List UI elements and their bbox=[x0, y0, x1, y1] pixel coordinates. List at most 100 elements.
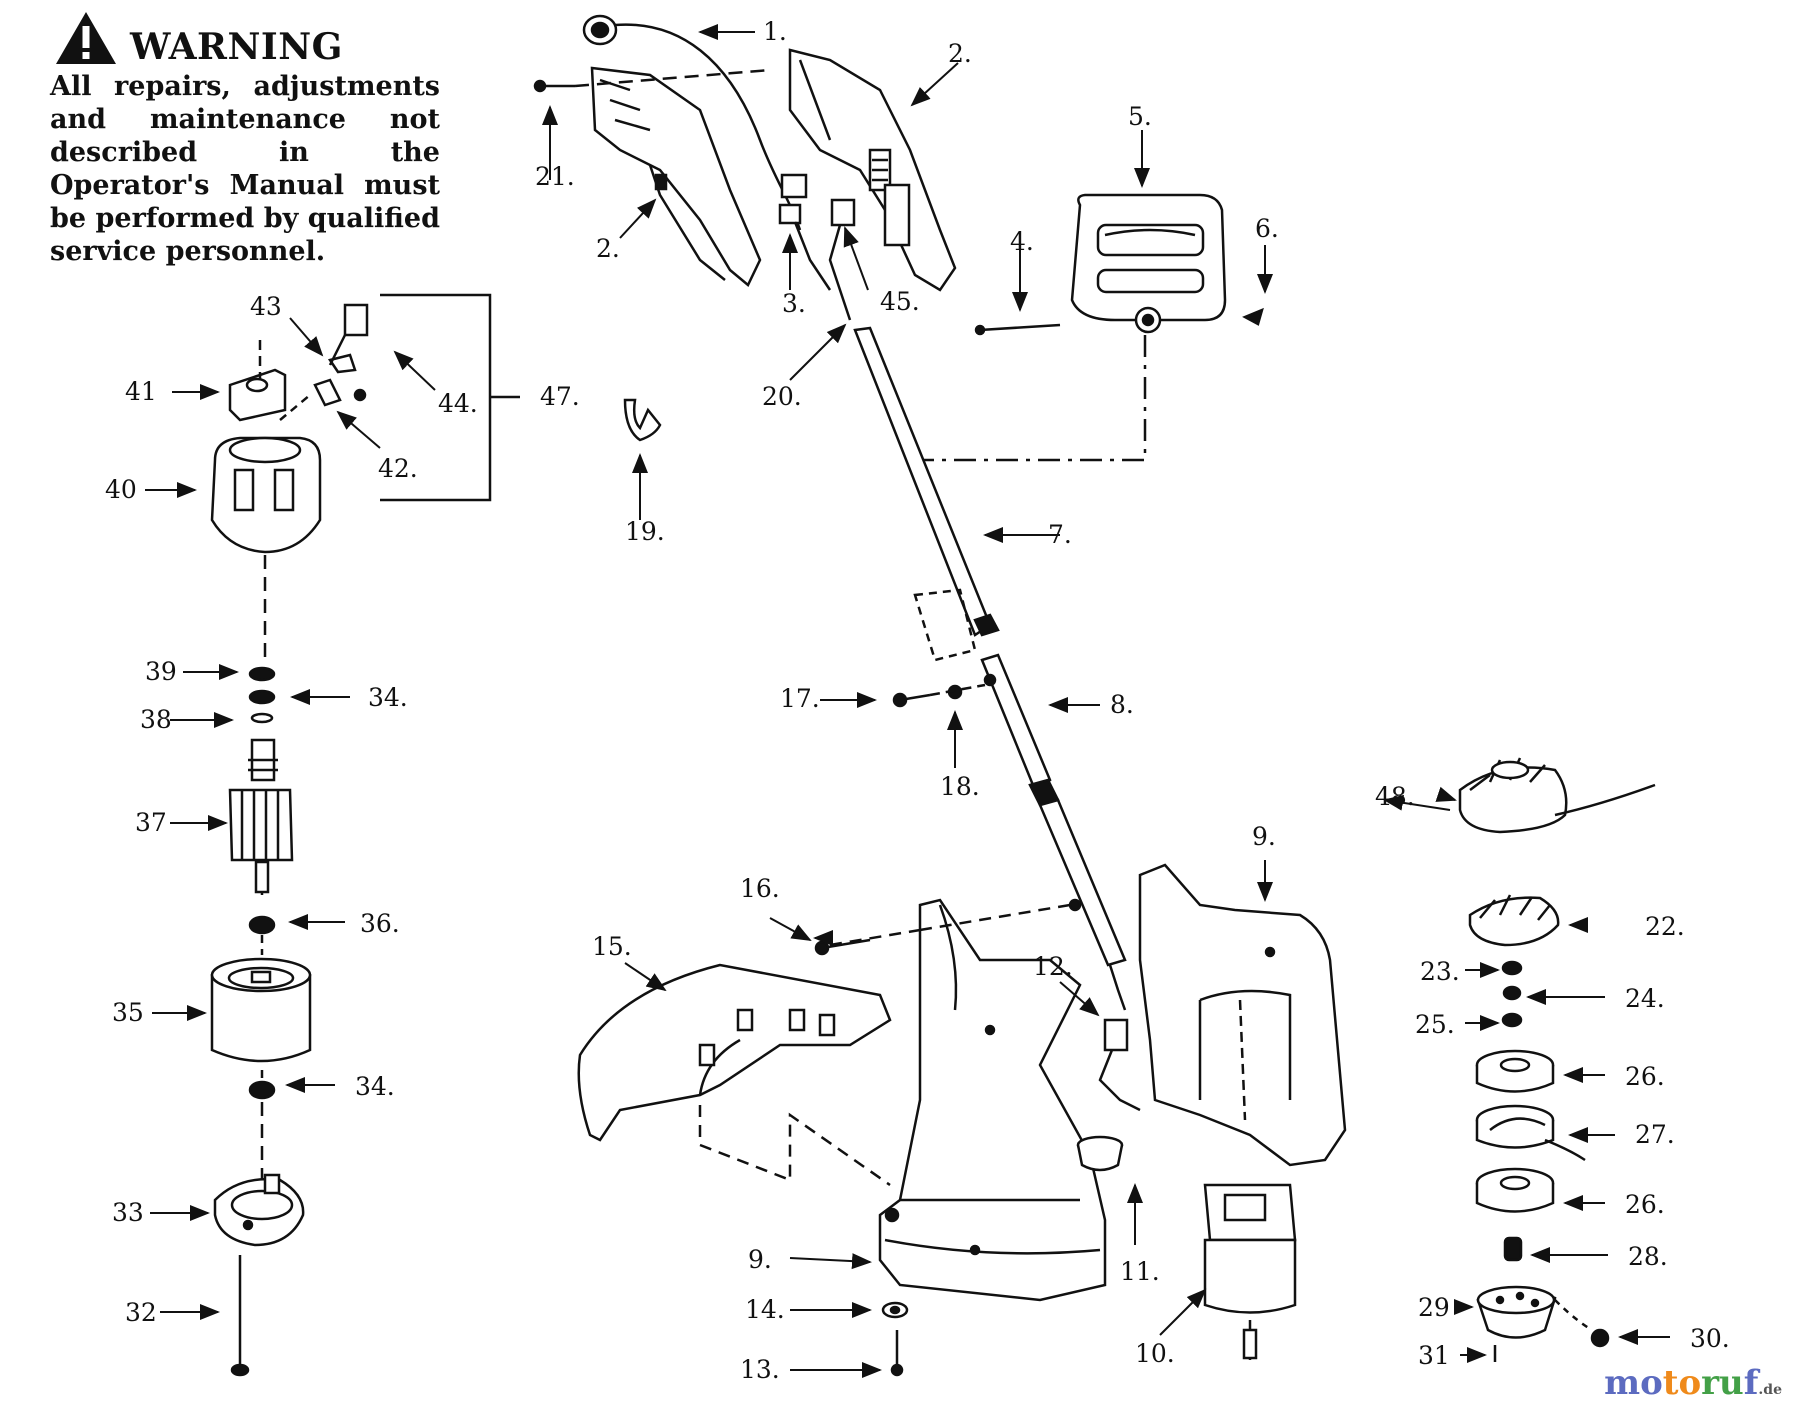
warning-title: WARNING bbox=[130, 26, 343, 68]
label-17: 17. bbox=[780, 684, 820, 713]
label-13: 13. bbox=[740, 1355, 780, 1384]
label-12: 12. bbox=[1033, 952, 1073, 981]
label-21: 21. bbox=[535, 162, 575, 191]
spacer-26b bbox=[1475, 1167, 1555, 1213]
label-2b: 2. bbox=[596, 234, 620, 263]
watermark-logo: motoruf.de bbox=[1604, 1363, 1782, 1403]
bearing-36 bbox=[248, 915, 276, 955]
label-34a: 34. bbox=[368, 683, 408, 712]
label-11: 11. bbox=[1120, 1257, 1160, 1286]
watermark-part-3: ru bbox=[1701, 1363, 1744, 1403]
coupler-28 bbox=[1503, 1236, 1523, 1262]
label-20: 20. bbox=[762, 382, 802, 411]
label-35: 35 bbox=[112, 998, 144, 1027]
label-3: 3. bbox=[782, 289, 806, 318]
small-washers bbox=[1501, 960, 1523, 1028]
label-30: 30. bbox=[1690, 1324, 1730, 1353]
label-4: 4. bbox=[1010, 227, 1034, 256]
label-5: 5. bbox=[1128, 102, 1152, 131]
armature bbox=[228, 738, 294, 895]
label-42: 42. bbox=[378, 454, 418, 483]
label-10: 10. bbox=[1135, 1339, 1175, 1368]
label-24: 24. bbox=[1625, 984, 1665, 1013]
warning-text: All repairs, adjustments and maintenance… bbox=[50, 71, 440, 267]
label-47: 47. bbox=[540, 382, 580, 411]
label-36: 36. bbox=[360, 909, 400, 938]
housing-half-left bbox=[878, 898, 1107, 1302]
label-48: 48. bbox=[1375, 782, 1415, 811]
bearing-34b bbox=[248, 1080, 276, 1100]
watermark-part-4: f bbox=[1743, 1363, 1759, 1403]
label-39: 39 bbox=[145, 657, 177, 686]
field-housing bbox=[210, 957, 312, 1080]
bushing bbox=[1076, 1135, 1124, 1172]
label-8: 8. bbox=[1110, 690, 1134, 719]
spool-assembly-48 bbox=[1458, 757, 1656, 834]
label-38: 38 bbox=[140, 705, 172, 734]
label-15: 15. bbox=[592, 932, 632, 961]
label-28: 28. bbox=[1628, 1242, 1668, 1271]
warning-triangle-icon bbox=[56, 12, 116, 64]
label-19: 19. bbox=[625, 517, 665, 546]
watermark-part-2: to bbox=[1662, 1363, 1702, 1403]
upper-shaft bbox=[853, 326, 1000, 637]
cord-clip bbox=[623, 398, 662, 442]
bearing-holder bbox=[213, 1173, 305, 1247]
watermark-part-1: mo bbox=[1604, 1363, 1663, 1403]
switch-assembly bbox=[778, 173, 856, 321]
thrust-washers bbox=[248, 666, 276, 724]
motor bbox=[1203, 1183, 1297, 1360]
washer-14 bbox=[881, 1301, 909, 1319]
label-23: 23. bbox=[1420, 957, 1460, 986]
label-45: 45. bbox=[880, 287, 920, 316]
label-6: 6. bbox=[1255, 214, 1279, 243]
leader-lines bbox=[145, 24, 1670, 1378]
spacer-26a bbox=[1475, 1049, 1555, 1093]
brush-holder-assembly bbox=[313, 303, 369, 407]
label-25: 25. bbox=[1415, 1010, 1455, 1039]
watermark-suffix: .de bbox=[1758, 1382, 1782, 1398]
terminal-block bbox=[1098, 1018, 1141, 1112]
spool-27 bbox=[1475, 1104, 1586, 1162]
auxiliary-handle bbox=[974, 193, 1264, 336]
handle-half-left bbox=[590, 66, 762, 287]
label-7: 7. bbox=[1048, 520, 1072, 549]
label-41: 41 bbox=[125, 377, 157, 406]
screw-17 bbox=[892, 684, 963, 708]
label-9a: 9. bbox=[1252, 822, 1276, 851]
hub-29 bbox=[1476, 1285, 1610, 1348]
label-1: 1. bbox=[763, 17, 787, 46]
middle-shaft bbox=[980, 653, 1060, 807]
end-bell bbox=[210, 394, 322, 554]
label-26b: 26. bbox=[1625, 1190, 1665, 1219]
label-29: 29 bbox=[1418, 1293, 1450, 1322]
label-27: 27. bbox=[1635, 1120, 1675, 1149]
label-16: 16. bbox=[740, 874, 780, 903]
label-37: 37 bbox=[135, 808, 167, 837]
long-bolt bbox=[230, 1255, 250, 1377]
guard bbox=[577, 963, 892, 1142]
label-33: 33 bbox=[112, 1198, 144, 1227]
label-9b: 9. bbox=[748, 1245, 772, 1274]
label-26a: 26. bbox=[1625, 1062, 1665, 1091]
housing-half-right bbox=[1138, 863, 1347, 1167]
label-31: 31 bbox=[1418, 1341, 1450, 1370]
label-14: 14. bbox=[745, 1295, 785, 1324]
label-44: 44. bbox=[438, 389, 478, 418]
label-34b: 34. bbox=[355, 1072, 395, 1101]
handle-half-right bbox=[788, 48, 957, 292]
spool-cap-22 bbox=[1468, 894, 1560, 947]
brush-cover bbox=[228, 340, 287, 422]
screw-16 bbox=[814, 938, 871, 956]
label-22: 22. bbox=[1645, 912, 1685, 941]
part-labels: 1. 2. 2. 21. 3. 45. 5. 4. 6. 20. 19. 7. … bbox=[105, 17, 1730, 1384]
screw-13 bbox=[890, 1330, 904, 1377]
label-40: 40 bbox=[105, 475, 137, 504]
label-2a: 2. bbox=[948, 39, 972, 68]
label-32: 32 bbox=[125, 1298, 157, 1327]
screw-21 bbox=[533, 79, 575, 93]
label-43: 43 bbox=[250, 292, 282, 321]
label-18: 18. bbox=[940, 772, 980, 801]
